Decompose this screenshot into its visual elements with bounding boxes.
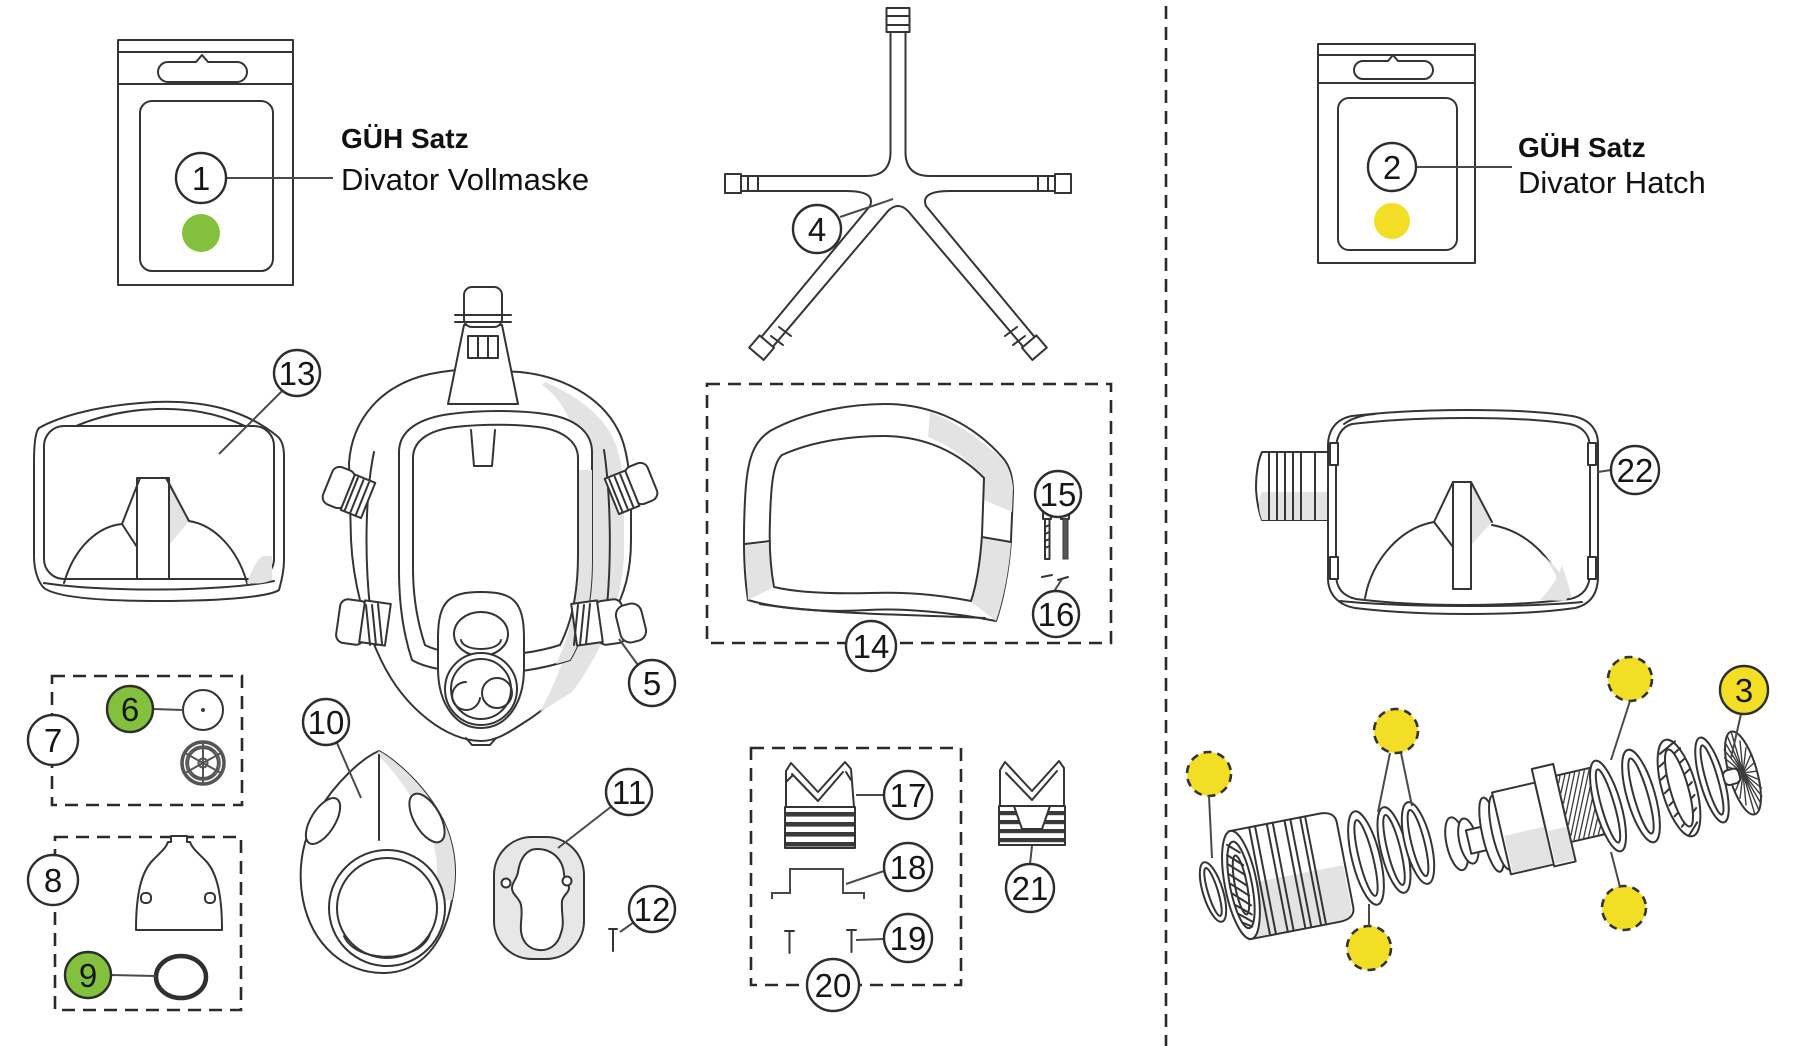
svg-text:Divator Vollmaske: Divator Vollmaske — [341, 162, 589, 197]
svg-text:11: 11 — [612, 774, 646, 811]
svg-text:20: 20 — [815, 967, 852, 1004]
svg-text:14: 14 — [853, 628, 890, 665]
svg-text:8: 8 — [44, 862, 62, 899]
svg-text:GÜH Satz: GÜH Satz — [1518, 132, 1646, 163]
svg-text:4: 4 — [808, 211, 826, 248]
svg-text:6: 6 — [121, 691, 139, 728]
svg-text:22: 22 — [1617, 452, 1654, 489]
svg-text:3: 3 — [1735, 672, 1753, 709]
svg-text:12: 12 — [634, 891, 671, 928]
svg-text:10: 10 — [308, 704, 345, 741]
svg-text:21: 21 — [1012, 870, 1049, 907]
svg-text:5: 5 — [643, 665, 661, 702]
svg-text:Divator Hatch: Divator Hatch — [1518, 165, 1706, 200]
svg-text:18: 18 — [890, 849, 927, 886]
svg-text:17: 17 — [890, 777, 927, 814]
svg-text:GÜH Satz: GÜH Satz — [341, 123, 469, 154]
svg-text:19: 19 — [890, 920, 927, 957]
svg-text:9: 9 — [79, 957, 97, 994]
svg-text:7: 7 — [44, 722, 62, 759]
svg-text:2: 2 — [1383, 149, 1401, 186]
svg-text:1: 1 — [192, 160, 210, 197]
svg-text:13: 13 — [279, 355, 316, 392]
svg-text:16: 16 — [1038, 596, 1075, 633]
svg-text:15: 15 — [1040, 476, 1077, 513]
